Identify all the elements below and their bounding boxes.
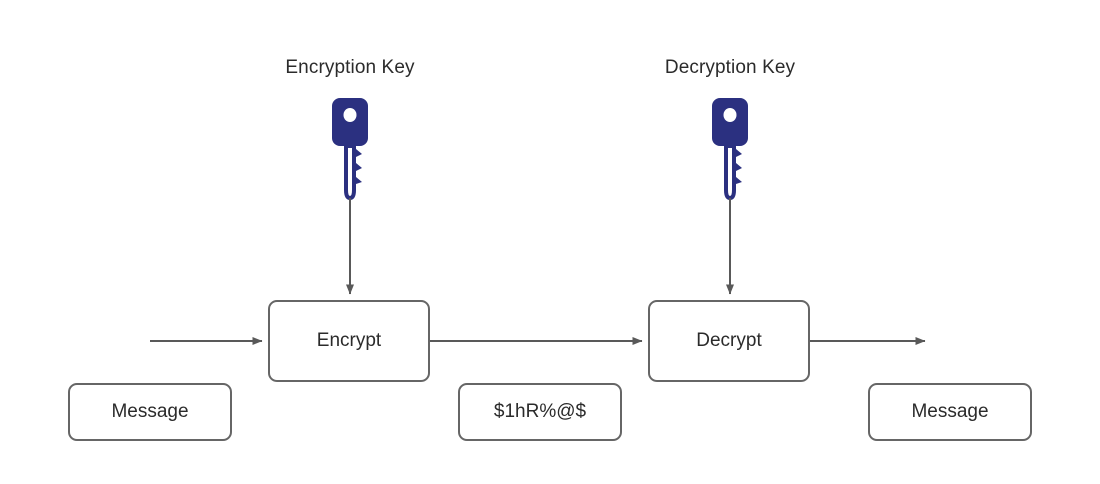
message-input-box[interactable]: Message <box>68 383 232 441</box>
message-output-box[interactable]: Message <box>868 383 1032 441</box>
decrypt-process-box[interactable]: Decrypt <box>648 300 810 382</box>
encrypt-process-box[interactable]: Encrypt <box>268 300 430 382</box>
encryption-key-icon <box>324 98 376 202</box>
decryption-key-icon <box>704 98 756 202</box>
decryption-key-caption: Decryption Key <box>664 57 796 78</box>
ciphertext-box[interactable]: $1hR%@$ <box>458 383 622 441</box>
encryption-key-caption: Encryption Key <box>285 57 415 78</box>
